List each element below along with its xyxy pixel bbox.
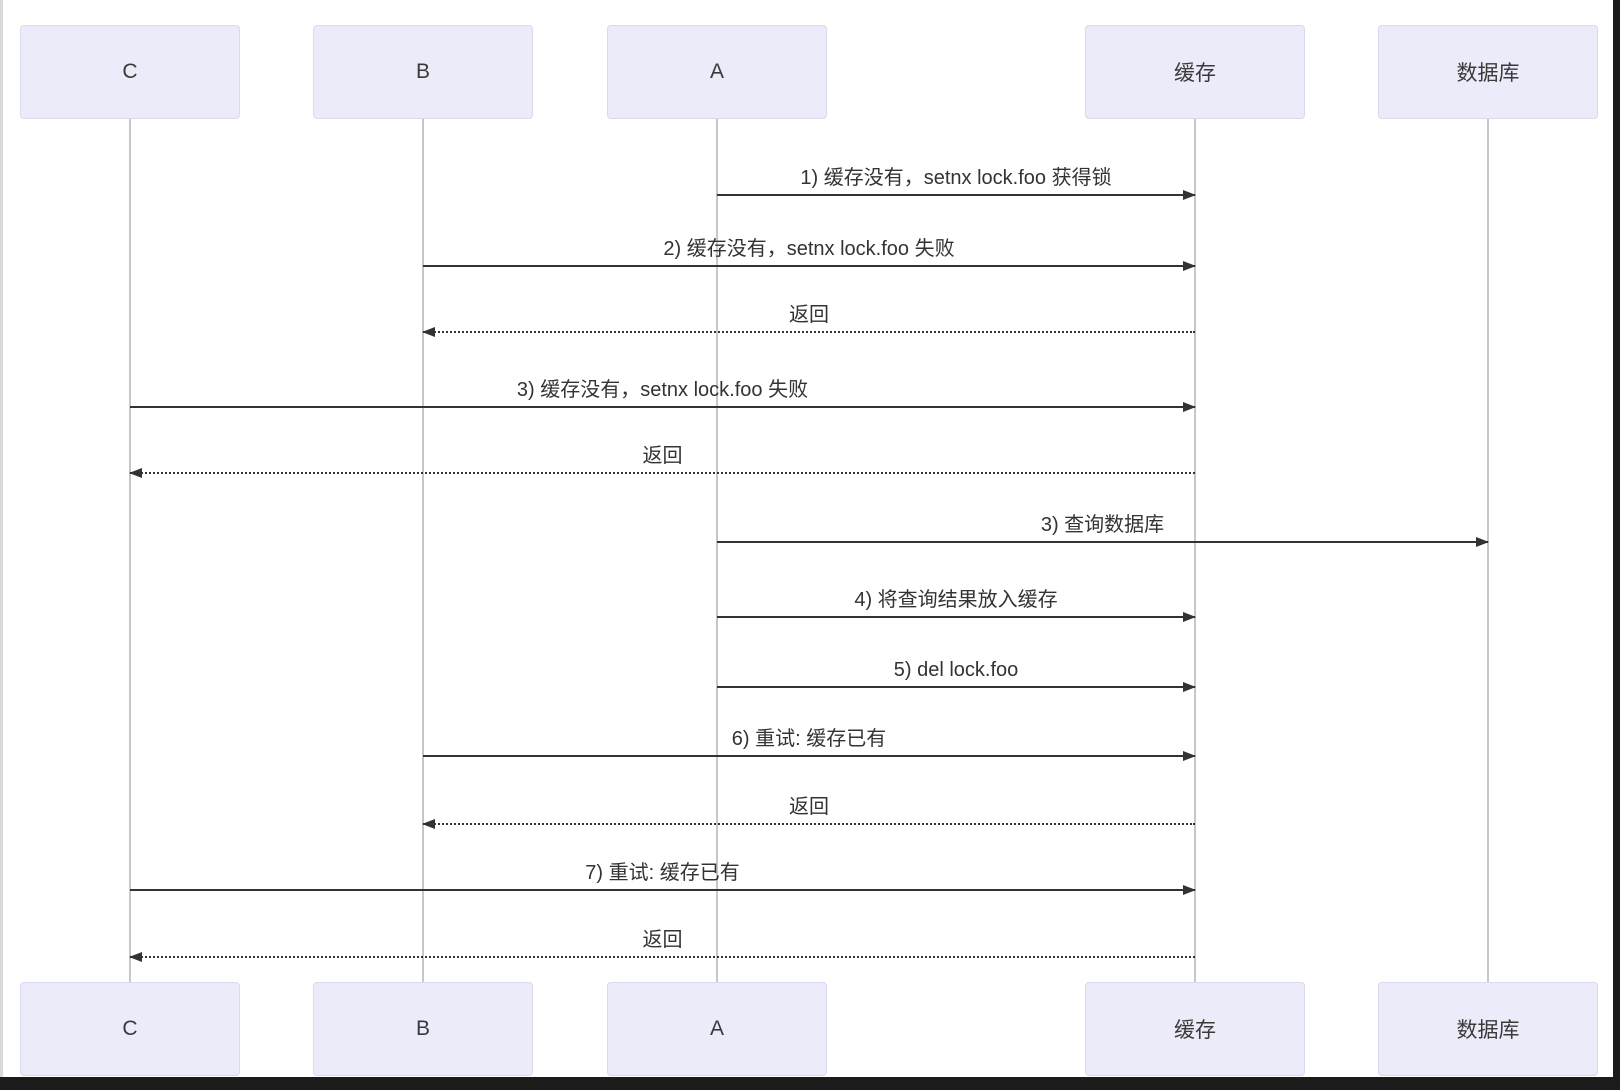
participant-box-top-c: C [20, 25, 240, 119]
screen-edge-left [0, 0, 3, 1090]
message-line [717, 616, 1195, 618]
screen-edge-bottom [0, 1077, 1620, 1090]
message-label: 3) 查询数据库 [1040, 514, 1165, 536]
participant-box-bottom-cache: 缓存 [1085, 982, 1305, 1076]
participant-label: 数据库 [1456, 62, 1520, 85]
message-line [717, 541, 1488, 543]
message-line [423, 823, 1195, 825]
arrowhead-left-icon [129, 468, 142, 478]
arrowhead-right-icon [1183, 682, 1196, 692]
participant-label: 缓存 [1174, 1019, 1216, 1042]
message-label: 返回 [789, 796, 829, 818]
message-label: 返回 [789, 304, 829, 326]
arrowhead-right-icon [1183, 402, 1196, 412]
message-11: 7) 重试: 缓存已有 [130, 861, 1196, 895]
participant-box-top-cache: 缓存 [1085, 25, 1305, 119]
participant-box-top-b: B [313, 25, 533, 119]
lifeline-b [422, 119, 424, 983]
message-9: 6) 重试: 缓存已有 [423, 727, 1196, 761]
arrowhead-left-icon [422, 327, 435, 337]
message-line [423, 331, 1195, 333]
participant-label: C [122, 1017, 138, 1040]
participant-box-bottom-c: C [20, 982, 240, 1076]
message-label: 3) 缓存没有，setnx lock.foo 失败 [516, 379, 809, 401]
arrowhead-right-icon [1183, 261, 1196, 271]
participant-box-bottom-a: A [607, 982, 827, 1076]
arrowhead-right-icon [1183, 190, 1196, 200]
message-line [130, 472, 1195, 474]
arrowhead-left-icon [129, 952, 142, 962]
participant-label: 缓存 [1174, 62, 1216, 85]
message-3: 返回 [422, 303, 1195, 337]
arrowhead-left-icon [422, 819, 435, 829]
message-label: 7) 重试: 缓存已有 [585, 862, 740, 884]
lifeline-c [129, 119, 131, 983]
message-line [130, 406, 1195, 408]
message-label: 1) 缓存没有，setnx lock.foo 获得锁 [800, 167, 1112, 189]
message-line [717, 686, 1195, 688]
message-8: 5) del lock.foo [717, 658, 1196, 692]
lifeline-a [716, 119, 718, 983]
message-12: 返回 [129, 928, 1195, 962]
message-line [130, 956, 1195, 958]
message-label: 5) del lock.foo [893, 659, 1019, 681]
message-line [423, 265, 1195, 267]
message-1: 1) 缓存没有，setnx lock.foo 获得锁 [717, 166, 1196, 200]
message-label: 返回 [642, 929, 683, 951]
participant-label: A [709, 1017, 724, 1040]
message-label: 4) 将查询结果放入缓存 [854, 589, 1058, 611]
participant-label: B [415, 60, 430, 83]
message-line [130, 889, 1195, 891]
arrowhead-right-icon [1183, 612, 1196, 622]
participant-box-bottom-db: 数据库 [1378, 982, 1598, 1076]
message-4: 3) 缓存没有，setnx lock.foo 失败 [130, 378, 1196, 412]
screen-edge-right [1613, 0, 1620, 1090]
arrowhead-right-icon [1476, 537, 1489, 547]
participant-label: B [415, 1017, 430, 1040]
lifeline-cache [1194, 119, 1196, 983]
message-label: 6) 重试: 缓存已有 [731, 728, 887, 750]
participant-box-top-db: 数据库 [1378, 25, 1598, 119]
message-10: 返回 [422, 795, 1195, 829]
arrowhead-right-icon [1183, 885, 1196, 895]
message-5: 返回 [129, 444, 1195, 478]
lifeline-db [1487, 119, 1489, 983]
message-line [423, 755, 1195, 757]
message-label: 返回 [642, 445, 683, 467]
participant-label: A [709, 60, 724, 83]
message-line [717, 194, 1195, 196]
message-6: 3) 查询数据库 [717, 513, 1489, 547]
message-2: 2) 缓存没有，setnx lock.foo 失败 [423, 237, 1196, 271]
participant-label: 数据库 [1456, 1019, 1520, 1042]
arrowhead-right-icon [1183, 751, 1196, 761]
message-label: 2) 缓存没有，setnx lock.foo 失败 [663, 238, 955, 260]
message-7: 4) 将查询结果放入缓存 [717, 588, 1196, 622]
participant-box-bottom-b: B [313, 982, 533, 1076]
participant-label: C [122, 60, 138, 83]
participant-box-top-a: A [607, 25, 827, 119]
